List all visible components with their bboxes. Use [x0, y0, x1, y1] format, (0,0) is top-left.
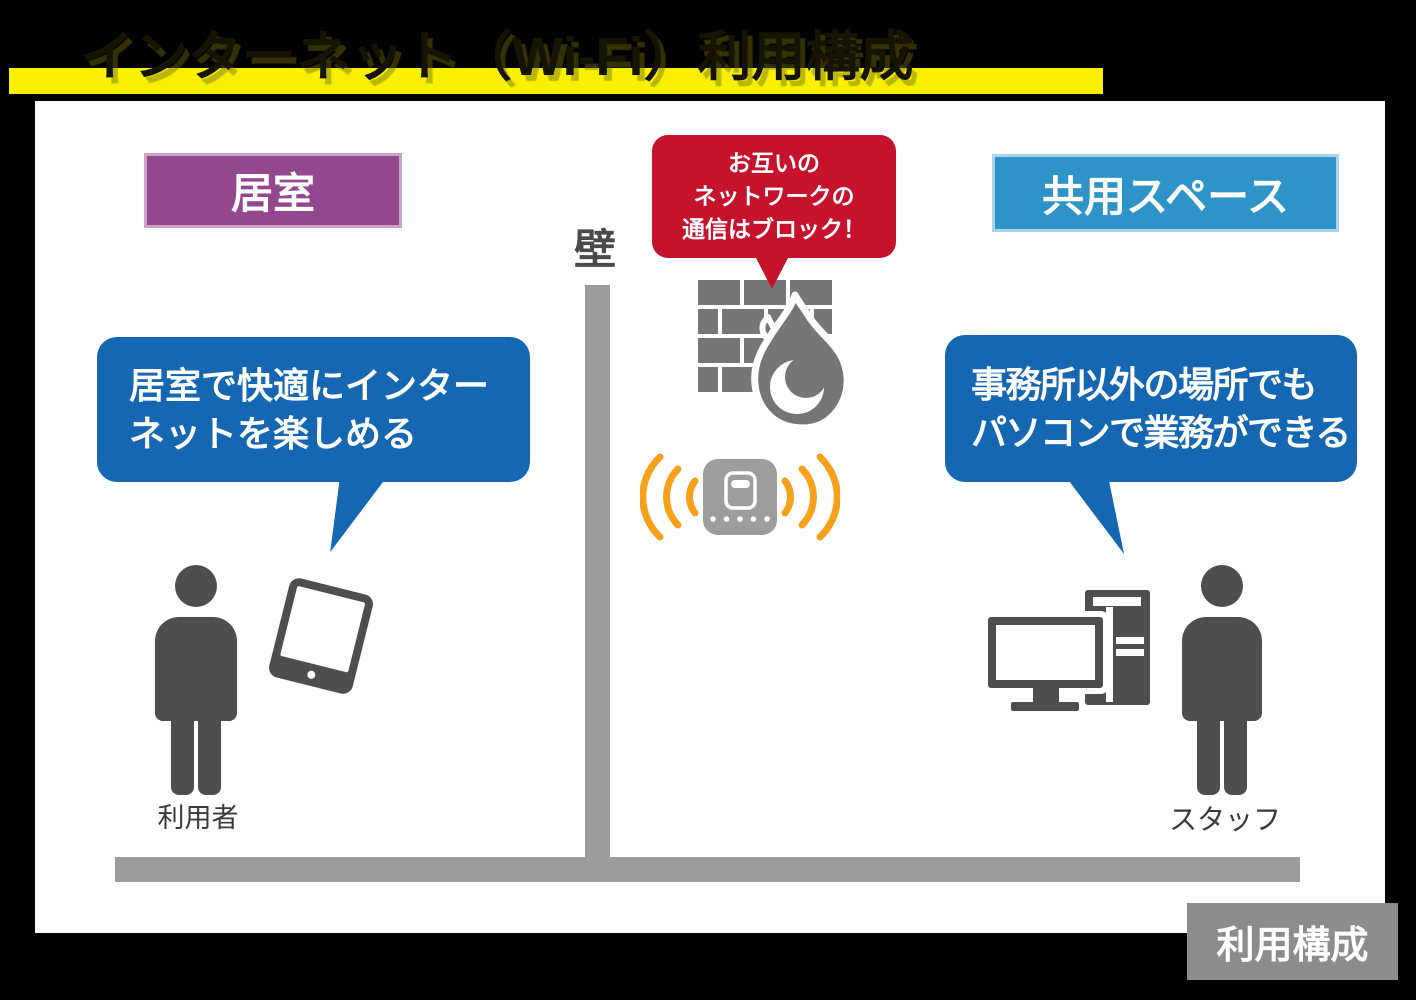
staff-benefit-bubble: 事務所以外の場所でも パソコンで業務ができる: [945, 335, 1357, 482]
person-icon: [155, 565, 237, 795]
block-bubble-line3: 通信はブロック！: [682, 216, 866, 242]
person-body: [155, 617, 237, 721]
person-body: [1182, 617, 1262, 721]
floor-bar: [115, 857, 1300, 882]
room-bubble-line2: ネットを楽しめる: [129, 412, 418, 454]
person-head: [1201, 565, 1243, 607]
wall-divider: [585, 285, 610, 857]
monitor-icon: [988, 617, 1103, 688]
wall-label: 壁: [573, 226, 616, 273]
block-bubble-tail: [755, 256, 789, 289]
page-title: インターネット（Wi-Fi）利用構成: [80, 27, 914, 87]
person-icon: [1182, 565, 1262, 795]
usage-configuration-badge: 利用構成: [1187, 903, 1398, 980]
zone-label-room: 居室: [144, 153, 402, 228]
staff-bubble-line1: 事務所以外の場所でも: [971, 363, 1318, 405]
zone-label-shared-space-text: 共用スペース: [1042, 172, 1289, 220]
actor-label-user: 利用者: [157, 803, 239, 833]
wifi-waves-icon: [640, 453, 840, 541]
zone-label-shared-space: 共用スペース: [992, 154, 1339, 232]
badge-text: 利用構成: [1216, 925, 1369, 967]
monitor-stand: [1033, 688, 1059, 704]
monitor-base: [1011, 702, 1079, 711]
block-bubble-line1: お互いの: [728, 150, 820, 176]
person-head: [175, 565, 217, 607]
block-speech-bubble: お互いの ネットワークの 通信はブロック！: [652, 135, 896, 258]
room-bubble-line1: 居室で快適にインター: [129, 364, 490, 406]
wireless-access-point-icon: [640, 453, 840, 541]
actor-label-staff: スタッフ: [1168, 804, 1281, 835]
zone-label-room-text: 居室: [230, 170, 315, 217]
block-bubble-line2: ネットワークの: [693, 183, 855, 209]
room-benefit-bubble: 居室で快適にインター ネットを楽しめる: [97, 337, 530, 482]
firewall-icon: [698, 280, 851, 432]
staff-bubble-line2: パソコンで業務ができる: [971, 411, 1351, 453]
title-highlight-bar: [9, 68, 1103, 94]
